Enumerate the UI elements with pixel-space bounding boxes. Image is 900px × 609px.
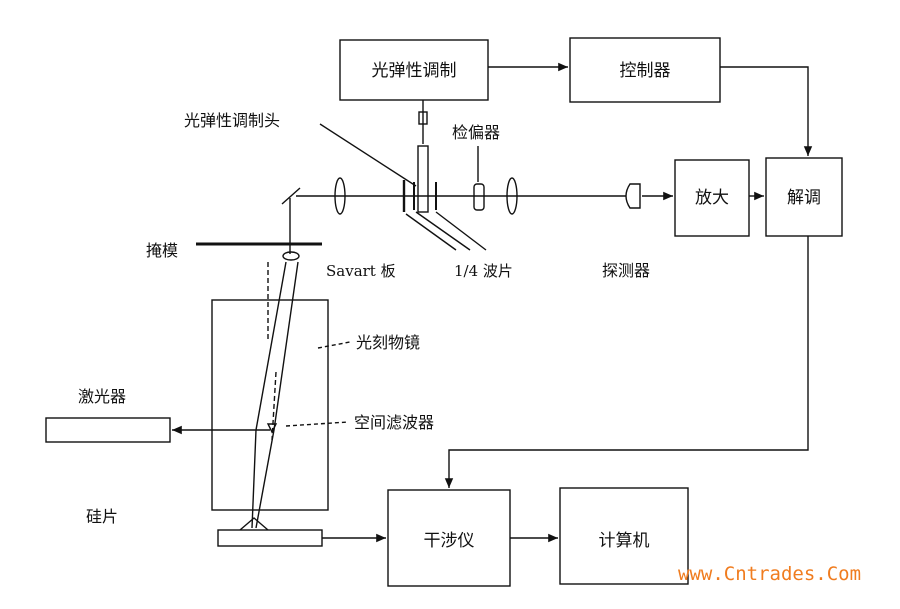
link-demodulator-interferometer [444,236,809,488]
amplifier-box-label: 放大 [695,188,729,208]
modulator-head [417,145,429,213]
lens-1 [334,177,346,215]
detector [625,183,641,209]
lens-2 [506,177,518,215]
wafer-label: 硅片 [86,507,118,526]
leader-lens [317,341,351,349]
watermark-text: www.Cntrades.Com [678,563,861,585]
laser-box [45,417,171,443]
modulator-head-cap [418,111,428,125]
mask-label: 掩模 [146,241,178,260]
savart-label: Savart 板 [326,262,396,280]
leader-quarter-wave-b [435,211,487,251]
analyzer [473,183,485,211]
leader-savart [405,213,457,251]
modulator-box-label: 光弹性调制 [372,61,457,81]
laser-label: 激光器 [78,387,126,406]
leader-filter [285,421,349,427]
controller-box-label: 控制器 [620,61,671,81]
spatial-filter-label: 空间滤波器 [354,413,434,432]
interferometer-box-label: 干涉仪 [424,531,475,551]
wafer-beam-spot [239,517,269,531]
mask-lens [282,251,300,261]
computer-box-label: 计算机 [599,531,650,551]
detector-label: 探测器 [602,261,650,280]
leader-quarter-wave-a [415,211,471,251]
link-controller-demodulator [720,66,813,156]
wafer-stage [217,529,323,547]
analyzer-label: 检偏器 [452,123,500,142]
quarter-wave-label: 1/4 波片 [454,262,513,280]
beam-inside-4 [271,371,277,441]
demodulator-box [765,157,843,237]
controller-box [569,37,721,103]
lithography-lens-label: 光刻物镜 [356,333,420,352]
fold-mirror [281,187,301,205]
spatial-filter [266,423,278,434]
modulator-box [339,39,489,101]
amplifier-box [674,159,750,237]
modulator-head-label: 光弹性调制头 [184,111,280,130]
beam-inside-1 [251,261,287,529]
demodulator-box-label: 解调 [787,188,821,208]
beam-inside-2 [255,261,299,529]
leader-modulator-head [319,123,417,187]
lithography-lens-body [211,299,329,511]
computer-box [559,487,689,585]
